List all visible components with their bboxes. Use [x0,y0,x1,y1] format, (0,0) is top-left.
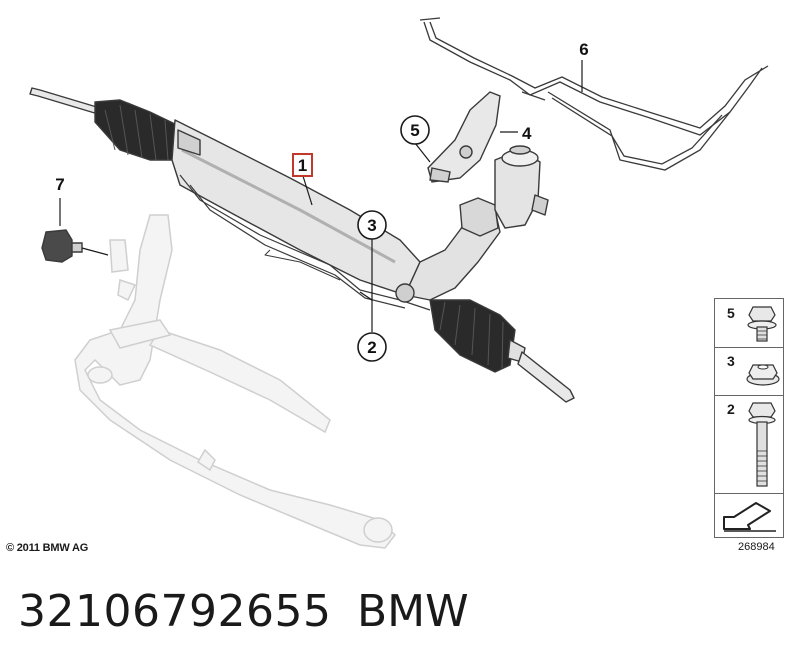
svg-text:3: 3 [367,216,376,235]
right-tie-rod [517,351,575,403]
bolt-with-washer-icon [747,306,777,342]
arrow-indicator-icon [723,502,776,532]
mounting-bracket [427,91,501,183]
callout-2[interactable]: 2 [357,332,387,362]
svg-text:4: 4 [522,124,532,143]
callout-3[interactable]: 3 [357,210,387,240]
ghost-steering-rack [74,214,396,549]
svg-text:7: 7 [55,175,64,194]
callout-6[interactable]: 6 [579,40,588,59]
left-tie-rod [29,87,101,115]
leader-lines [59,60,583,332]
right-boot [429,299,516,373]
legend-cell-bolt-washer[interactable]: 5 [715,299,783,348]
fastener-legend: 5 3 2 [714,298,784,538]
long-bolt-icon [748,402,776,487]
diagram-id: 268984 [738,541,775,553]
legend-label: 2 [727,401,735,417]
callout-1[interactable]: 1 [292,153,313,177]
legend-cell-arrow[interactable] [715,493,783,537]
callout-7[interactable]: 7 [55,175,64,194]
pressure-sensor-part [41,229,83,263]
svg-text:1: 1 [298,156,307,175]
svg-text:5: 5 [410,121,419,140]
parts-diagram: 1 2 3 4 5 6 7 [29,17,769,549]
steering-rack-assembly [29,87,575,403]
legend-cell-long-bolt[interactable]: 2 [715,395,783,494]
callout-4[interactable]: 4 [522,124,532,143]
legend-cell-flange-nut[interactable]: 3 [715,347,783,396]
callout-5[interactable]: 5 [400,115,430,145]
legend-label: 5 [727,305,735,321]
svg-text:2: 2 [367,338,376,357]
copyright-notice: © 2011 BMW AG [6,542,89,554]
legend-label: 3 [727,353,735,369]
svg-text:6: 6 [579,40,588,59]
flange-nut-icon [746,364,780,386]
part-number: 32106792655 [18,586,332,637]
brand-name: BMW [357,586,469,637]
